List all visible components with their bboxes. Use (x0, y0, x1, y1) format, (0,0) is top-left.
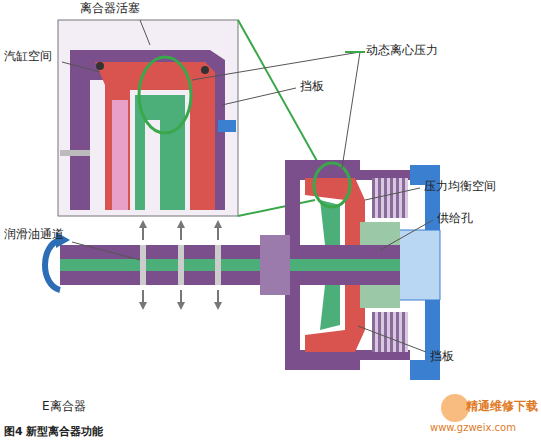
arrowhead (139, 220, 222, 310)
oil-flow-arrow (143, 225, 218, 305)
part-label: 动态离心压力 (366, 44, 438, 58)
leader-line (62, 20, 433, 352)
part-label: 离合器活塞 (80, 2, 140, 16)
caption: 图4 新型离合器功能 (4, 426, 103, 439)
part-label: E离合器 (42, 400, 86, 414)
watermark: www.gzweix.com (430, 422, 516, 434)
part-label: 汽缸空间 (4, 50, 52, 64)
watermark: 精通维修下载 (466, 400, 538, 414)
highlight-circle (314, 163, 350, 207)
leader-line (345, 51, 365, 53)
inset-parts (60, 50, 236, 210)
rotation-arrow (45, 240, 60, 290)
inset-frame (58, 20, 238, 216)
part-label: 挡板 (300, 80, 324, 94)
shaft (60, 235, 400, 295)
part-label: 供给孔 (437, 212, 473, 226)
watermark-logo (441, 394, 469, 422)
part-label: 润滑油通道 (4, 228, 64, 242)
highlight-circle (139, 57, 191, 133)
part-label: 压力均衡空间 (424, 180, 496, 194)
part-label: 挡板 (430, 350, 454, 364)
